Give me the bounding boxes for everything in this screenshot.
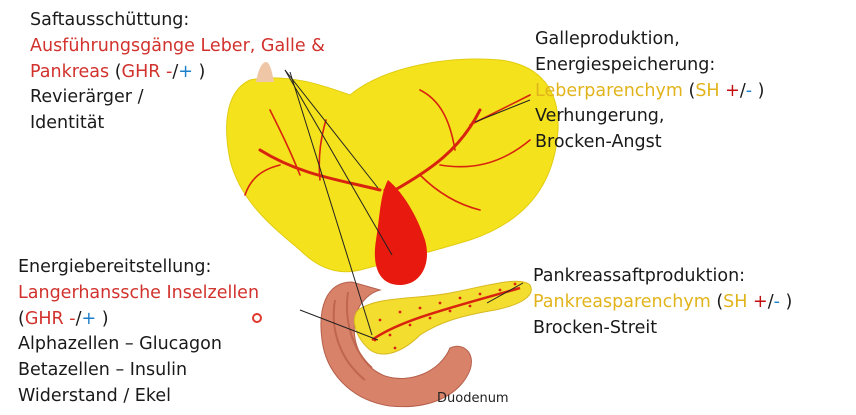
heading: Galleproduktion,	[535, 29, 680, 49]
conflict: Brocken-Angst	[535, 132, 662, 153]
paren: (	[716, 291, 724, 312]
sign-minus: -	[745, 80, 753, 101]
code: GHR	[24, 308, 64, 329]
tissue: Pankreas	[30, 61, 110, 82]
heading: Saftausschüttung:	[30, 10, 190, 30]
pointer-lines	[284, 69, 531, 341]
paren: )	[785, 291, 793, 312]
slash: /	[767, 291, 774, 312]
conflict: Revierärger /	[30, 87, 144, 108]
heading: Energiebereitstellung:	[18, 257, 212, 277]
islet-cells-annotation: Energiebereitstellung: Langerhanssche In…	[18, 255, 259, 410]
slash: /	[739, 80, 746, 101]
paren: (	[688, 80, 696, 101]
sign-plus: +	[753, 291, 768, 312]
beta-cells: Betazellen – Insulin	[18, 360, 188, 381]
heading: Pankreassaftproduktion:	[533, 266, 746, 286]
paren: )	[101, 308, 109, 329]
conflict: Widerstand / Ekel	[18, 385, 171, 406]
slash: /	[75, 308, 82, 329]
liver-parenchyma-annotation: Galleproduktion, Energiespeicherung: Leb…	[535, 27, 764, 156]
code: GHR	[121, 61, 161, 82]
sign-plus: +	[81, 308, 97, 329]
tissue: Ausführungsgänge Leber, Galle &	[30, 35, 325, 56]
pancreas	[354, 280, 532, 355]
sign-minus: -	[773, 291, 780, 312]
conflict: Identität	[30, 113, 105, 134]
sign-minus: -	[69, 308, 76, 329]
paren: )	[198, 61, 206, 82]
tissue: Pankreasparenchym	[533, 291, 711, 312]
pointer-dot	[252, 313, 262, 323]
paren: (	[114, 61, 122, 82]
tissue: Langerhanssche Inselzellen	[18, 282, 260, 303]
tissue-code-line: Pankreasparenchym (SH +/- )	[533, 290, 792, 316]
code: SH	[695, 80, 720, 101]
tissue: Leberparenchym	[535, 80, 683, 101]
paren: )	[757, 80, 765, 101]
liver-ducts-annotation: Saftausschüttung: Ausführungsgänge Leber…	[30, 8, 325, 137]
tissue-code-line: Pankreas (GHR -/+ )	[30, 60, 325, 86]
tissue-code-line: Leberparenchym (SH +/- )	[535, 79, 764, 105]
sign-plus: +	[178, 61, 193, 82]
sign-minus: -	[166, 61, 173, 82]
alpha-cells: Alphazellen – Glucagon	[18, 334, 222, 355]
duodenum-label: Duodenum	[437, 391, 509, 406]
pancreas-parenchyma-annotation: Pankreassaftproduktion: Pankreasparenchy…	[533, 264, 792, 341]
slash: /	[172, 61, 179, 82]
conflict: Brocken-Streit	[533, 317, 658, 338]
paren: (	[18, 308, 25, 329]
heading: Energiespeicherung:	[535, 54, 716, 75]
code: SH	[723, 291, 748, 312]
gallbladder-duct-stub	[256, 62, 274, 82]
code-line: (GHR -/+ )	[18, 307, 259, 333]
conflict: Verhungerung,	[535, 106, 665, 127]
sign-plus: +	[725, 80, 740, 101]
gallbladder	[374, 180, 428, 285]
pancreas-dots	[373, 282, 517, 350]
